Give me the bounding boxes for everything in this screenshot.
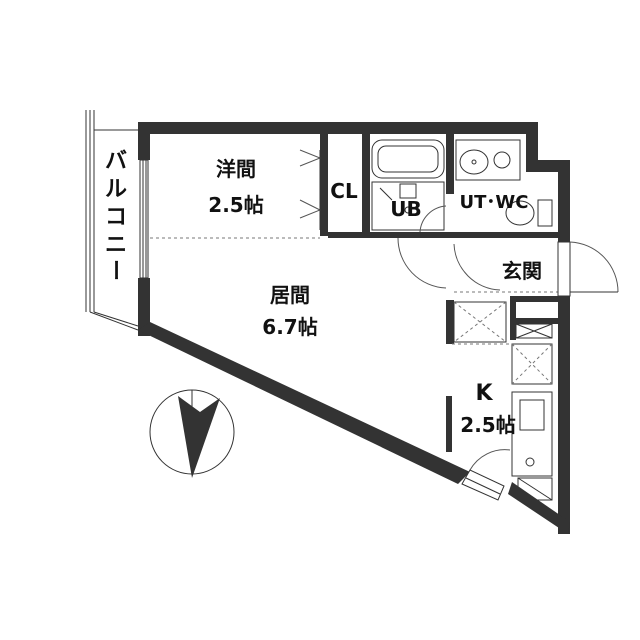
balcony-char: コ [105,205,127,230]
balcony-label: バ ル コ ニ ー [102,149,127,281]
bath-name: UB [390,197,421,221]
balcony-railing [85,110,139,331]
kitchen-name: K [475,381,493,406]
shoe-cabinet-icon [453,301,553,343]
balcony-window [139,159,149,279]
bath-door-swing [419,205,447,233]
kitchen-counter-icon [511,343,553,501]
balcony-char: ル [105,177,127,202]
living-room-size: 6.7帖 [262,315,317,339]
closet-doors [299,149,322,230]
kitchen-door [461,449,511,501]
western-room-name: 洋間 [216,157,256,181]
entrance-doors [397,237,619,297]
balcony-char: バ [105,149,127,174]
interior-walls [320,134,558,452]
washbasin-icon [455,139,521,181]
balcony-char: ー [102,259,127,281]
balcony-char: ニ [105,233,127,258]
outer-walls [138,122,570,534]
western-room-size: 2.5帖 [208,193,263,217]
closet-name: CL [330,179,358,203]
kitchen-size: 2.5帖 [460,413,515,437]
entrance-name: 玄関 [502,259,542,283]
north-arrow-icon [149,389,235,478]
toilet-icon [505,199,553,227]
utility-name: UT･WC [460,192,529,213]
living-room-name: 居間 [270,283,310,307]
